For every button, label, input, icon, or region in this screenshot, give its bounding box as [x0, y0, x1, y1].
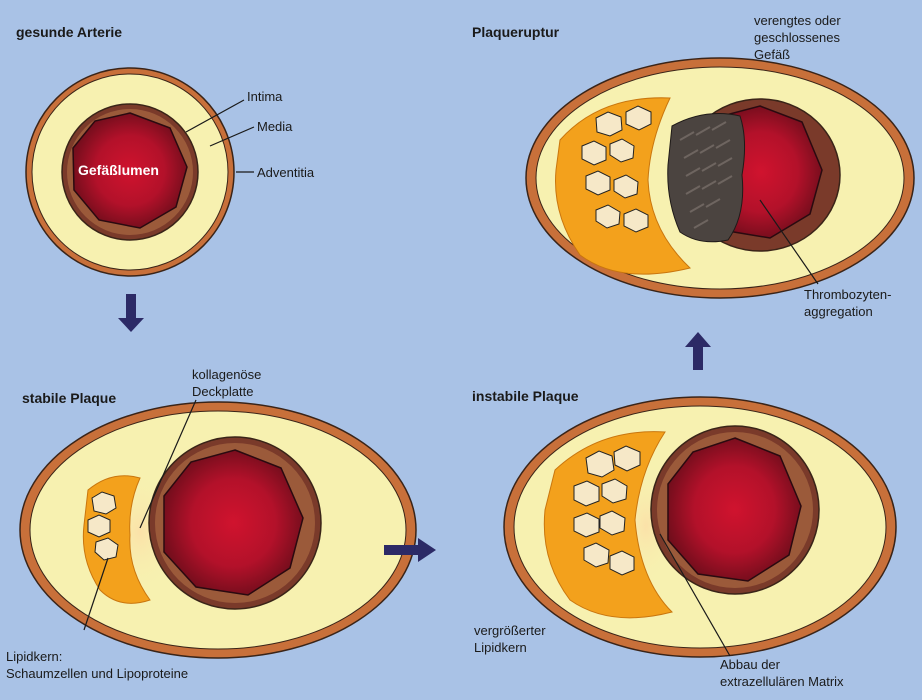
plaque-rupture-artery: [526, 58, 914, 298]
plaque-rupture-title: Plaqueruptur: [472, 24, 559, 40]
intima-label: Intima: [247, 88, 282, 105]
enlarged-lipid-core-label: vergrößerter Lipidkern: [474, 622, 546, 656]
matrix-degradation-label: Abbau der extrazellulären Matrix: [720, 656, 844, 690]
media-label: Media: [257, 118, 292, 135]
narrowed-vessel-label: verengtes oder geschlossenes Gefäß: [754, 12, 841, 63]
stable-plaque-artery: [20, 402, 416, 658]
adventitia-label: Adventitia: [257, 164, 314, 181]
platelet-aggregation-label: Thrombozyten- aggregation: [804, 286, 891, 320]
arrow-down: [118, 294, 144, 332]
healthy-artery-title: gesunde Arterie: [16, 24, 122, 40]
unstable-plaque-artery: [504, 397, 896, 657]
lipid-core-label: Lipidkern: Schaumzellen und Lipoproteine: [6, 648, 188, 682]
lumen-label: Gefäßlumen: [78, 162, 159, 179]
lumen: [668, 438, 801, 581]
arrow-up: [685, 332, 711, 370]
fibrous-cap-label: kollagenöse Deckplatte: [192, 366, 261, 400]
thrombus: [668, 114, 745, 242]
stable-plaque-title: stabile Plaque: [22, 390, 116, 406]
lumen: [164, 450, 303, 595]
unstable-plaque-title: instabile Plaque: [472, 388, 579, 404]
